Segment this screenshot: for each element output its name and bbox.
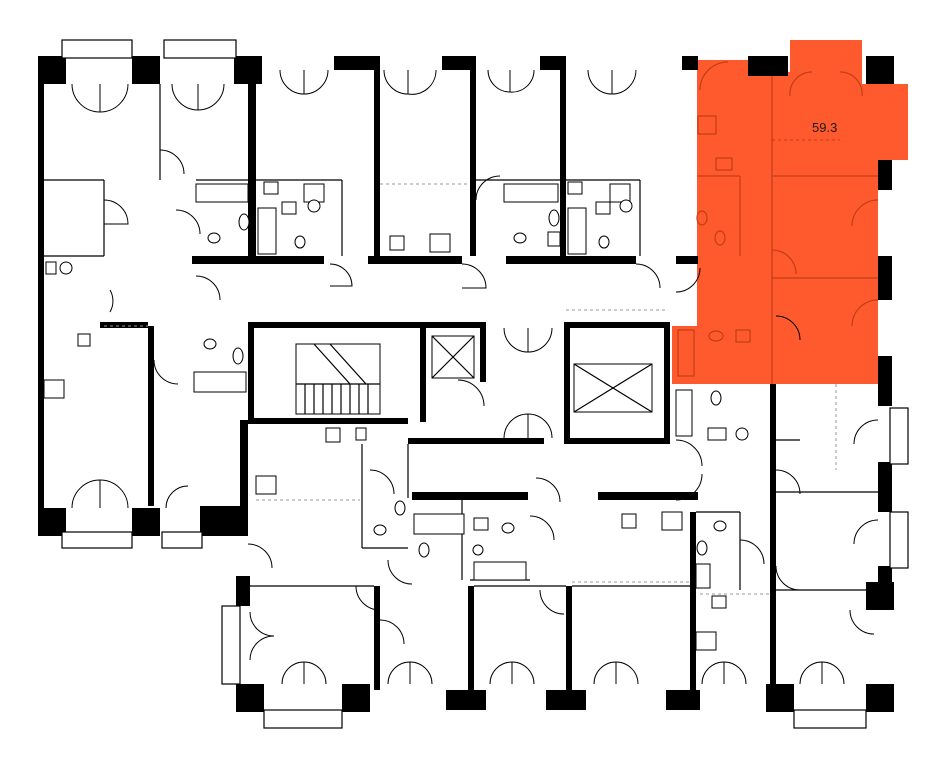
interior-walls xyxy=(44,84,878,690)
fixtures xyxy=(43,181,749,651)
exterior-walls xyxy=(38,56,894,712)
dashed-lines xyxy=(104,183,837,595)
stairs xyxy=(295,343,381,415)
doors xyxy=(71,69,879,685)
elevators xyxy=(431,335,653,413)
highlighted-apartment[interactable]: 59.3 xyxy=(672,40,908,384)
apartment-area-label: 59.3 xyxy=(812,120,837,135)
balconies xyxy=(61,39,909,729)
